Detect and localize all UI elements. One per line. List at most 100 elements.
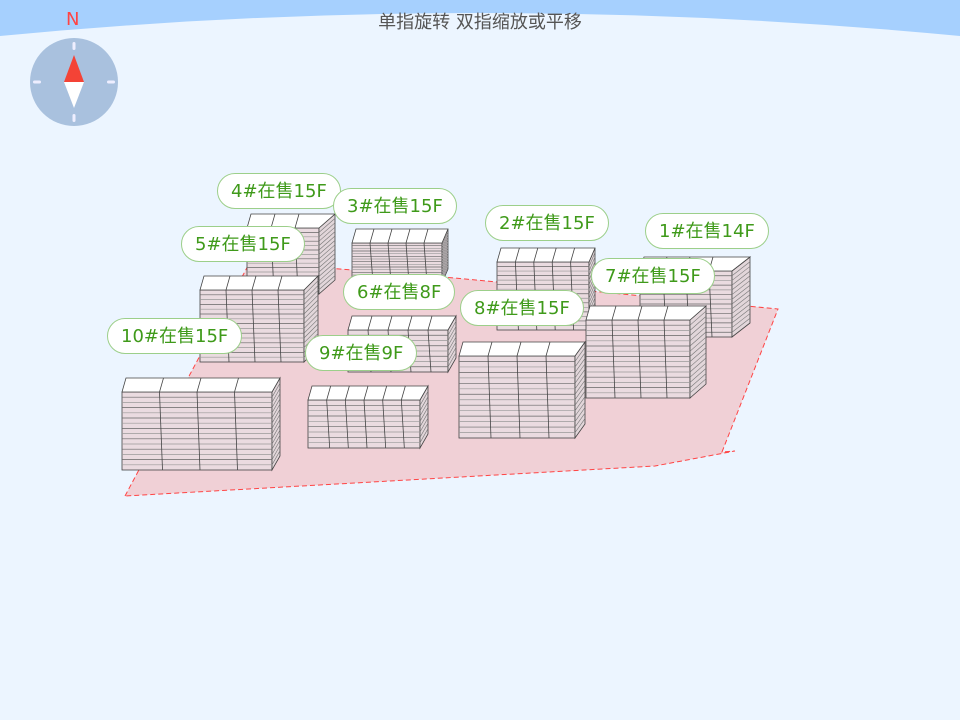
unit-divider <box>637 305 643 321</box>
unit-divider <box>487 355 492 439</box>
floor-line <box>588 252 596 267</box>
floor-line <box>574 412 586 428</box>
floor-line <box>441 247 449 262</box>
building-roof <box>199 275 319 291</box>
unit-divider <box>326 399 331 449</box>
floor-line <box>447 326 457 341</box>
floor-line <box>731 280 751 295</box>
building-label-6[interactable]: 6#在售8F <box>343 274 456 310</box>
building-label-2[interactable]: 2#在售15F <box>485 205 609 241</box>
floor-line <box>318 270 336 286</box>
unit-divider <box>270 213 276 229</box>
floor-line <box>447 352 457 367</box>
floor-line <box>731 261 751 276</box>
unit-divider <box>344 399 349 449</box>
unit-divider <box>407 315 413 331</box>
floor-line <box>271 440 281 455</box>
unit-divider <box>637 319 642 399</box>
unit-divider <box>382 385 388 401</box>
floor-line <box>574 352 586 368</box>
building-label-7[interactable]: 7#在售15F <box>591 258 715 294</box>
building-9[interactable] <box>307 384 429 450</box>
floor-line <box>318 262 336 277</box>
unit-divider <box>326 385 332 401</box>
floor-line <box>318 218 336 233</box>
floor-line <box>588 256 596 272</box>
floor-line <box>271 414 281 429</box>
floor-line <box>441 231 449 246</box>
floor-line <box>318 222 336 238</box>
unit-divider <box>196 377 202 393</box>
floor-line <box>574 363 586 379</box>
floor-line <box>731 270 751 286</box>
unit-divider <box>515 247 520 263</box>
building-7[interactable] <box>585 305 708 399</box>
floor-line <box>574 407 586 422</box>
building-side <box>574 340 586 440</box>
unit-divider <box>277 289 282 363</box>
floor-line <box>574 347 586 362</box>
floor-line <box>318 275 336 290</box>
gesture-hint: 单指旋转 双指缩放或平移 <box>378 12 582 33</box>
floor-line <box>303 299 319 315</box>
unit-divider <box>427 315 433 331</box>
floor-line <box>318 248 336 264</box>
floor-line <box>303 285 319 300</box>
floor-line <box>731 303 751 319</box>
unit-divider <box>400 399 405 449</box>
building-label-1[interactable]: 1#在售14F <box>645 213 769 249</box>
building-side <box>689 305 707 399</box>
floor-line <box>731 275 751 291</box>
floor-line <box>731 318 751 333</box>
floor-line <box>318 226 336 242</box>
building-label-3[interactable]: 3#在售15F <box>333 188 457 224</box>
building-label-10[interactable]: 10#在售15F <box>107 318 243 354</box>
unit-divider <box>251 289 256 363</box>
building-roof <box>347 315 457 331</box>
floor-line <box>574 358 586 373</box>
floor-line <box>318 257 336 273</box>
unit-divider <box>533 247 539 263</box>
unit-divider <box>225 275 231 291</box>
floor-line <box>303 290 319 305</box>
building-label-4[interactable]: 4#在售15F <box>217 173 341 209</box>
floor-line <box>419 417 429 433</box>
floor-line <box>271 393 281 408</box>
building-side <box>271 376 281 472</box>
floor-line <box>447 342 457 357</box>
floor-line <box>303 323 319 339</box>
compass-icon[interactable] <box>30 38 118 126</box>
floor-line <box>447 331 457 346</box>
floor-line <box>419 412 429 427</box>
building-label-5[interactable]: 5#在售15F <box>181 226 305 262</box>
floor-line <box>318 240 336 255</box>
floor-line <box>447 321 457 336</box>
floor-line <box>689 378 707 394</box>
building-label-9[interactable]: 9#在售9F <box>305 335 418 371</box>
floor-line <box>731 294 751 309</box>
building-10[interactable] <box>121 376 281 472</box>
floor-line <box>303 294 319 310</box>
building-front <box>458 355 576 439</box>
floor-line <box>419 391 429 406</box>
building-label-8[interactable]: 8#在售15F <box>460 290 584 326</box>
floor-line <box>441 234 449 249</box>
floor-line <box>303 318 319 334</box>
sky-band <box>0 0 960 36</box>
floor-line <box>271 403 281 419</box>
floor-line <box>419 423 429 438</box>
floor-line <box>271 424 281 439</box>
floor-line <box>574 391 586 406</box>
unit-divider <box>344 385 350 401</box>
floor-line <box>689 362 707 378</box>
building-roof <box>496 247 596 263</box>
floor-line <box>689 321 707 336</box>
floor-line <box>689 352 707 368</box>
floor-line <box>318 231 336 246</box>
building-8[interactable] <box>458 340 586 440</box>
floor-line <box>441 258 449 273</box>
floor-line <box>419 396 429 411</box>
floor-line <box>303 304 319 320</box>
unit-divider <box>545 355 550 439</box>
